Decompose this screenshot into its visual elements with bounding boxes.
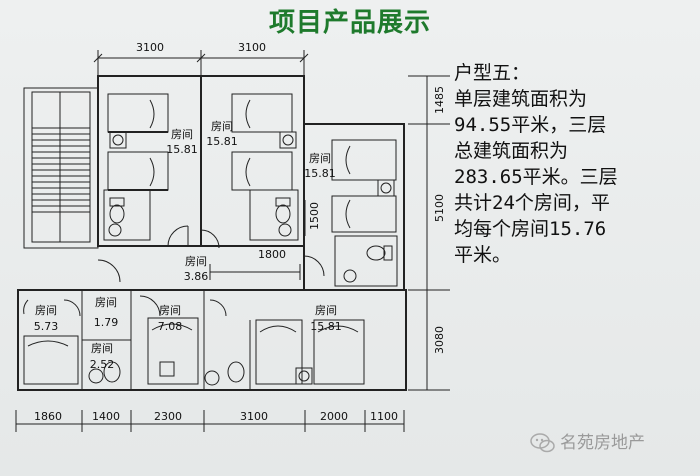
dim-right-3: 3080 (433, 326, 446, 354)
description-line: 共计24个房间，平 (454, 192, 610, 214)
description: 户型五： 单层建筑面积为 94.55平米，三层 总建筑面积为 283.65平米。… (454, 60, 694, 268)
room-area: 7.08 (158, 320, 183, 333)
bed-icon (255, 319, 303, 385)
dim-top-1: 3100 (136, 41, 164, 54)
room-label: 房间 (95, 296, 117, 309)
room-label: 房间 (315, 304, 337, 317)
room-label: 房间 (159, 304, 181, 317)
room-area: 15.81 (310, 320, 342, 333)
wechat-icon (530, 433, 555, 453)
dim-right-2: 5100 (433, 194, 446, 222)
bed-icon (231, 151, 293, 191)
description-line: 户型五： (454, 62, 531, 84)
room-area: 2.52 (90, 358, 115, 371)
description-line: 总建筑面积为 (454, 140, 569, 162)
dim-inner-1800: 1800 (258, 248, 286, 261)
dim-top-2: 3100 (238, 41, 266, 54)
room-area: 15.81 (206, 135, 238, 148)
description-line: 平米。 (454, 244, 512, 266)
room-area: 5.73 (34, 320, 59, 333)
staircase (31, 91, 91, 243)
bed-icon (107, 93, 169, 133)
page-title: 项目产品展示 (268, 8, 431, 38)
bed-icon (331, 195, 397, 233)
bed-icon (231, 93, 293, 133)
toilet-icon (108, 197, 125, 237)
dim-bottom-2: 1400 (92, 410, 120, 423)
watermark: 名苑房地产 (560, 433, 645, 453)
dim-inner-1500: 1500 (308, 202, 321, 230)
room-label: 房间 (211, 120, 233, 133)
dim-bottom-5: 2000 (320, 410, 348, 423)
room-area: 3.86 (184, 270, 209, 283)
bed-icon (147, 317, 199, 385)
room-area: 15.81 (304, 167, 336, 180)
room-label: 房间 (35, 304, 57, 317)
bed-icon (23, 335, 79, 385)
toilet-icon (343, 245, 393, 283)
room-label: 房间 (171, 128, 193, 141)
dim-right-1: 1485 (433, 86, 446, 114)
room-label: 房间 (91, 342, 113, 355)
description-line: 94.55平米，三层 (454, 114, 607, 136)
description-line: 283.65平米。三层 (454, 166, 618, 188)
room-area: 15.81 (166, 143, 198, 156)
bed-icon (331, 139, 397, 181)
dim-bottom-4: 3100 (240, 410, 268, 423)
dim-bottom-3: 2300 (154, 410, 182, 423)
bed-icon (107, 151, 169, 191)
dim-bottom-6: 1100 (370, 410, 398, 423)
description-line: 单层建筑面积为 (454, 88, 588, 110)
dim-bottom-1: 1860 (34, 410, 62, 423)
room-label: 房间 (309, 152, 331, 165)
toilet-icon (275, 197, 292, 237)
bed-icon (313, 319, 365, 385)
room-label: 房间 (185, 255, 207, 268)
description-line: 均每个房间15.76 (454, 218, 607, 240)
room-area: 1.79 (94, 316, 119, 329)
